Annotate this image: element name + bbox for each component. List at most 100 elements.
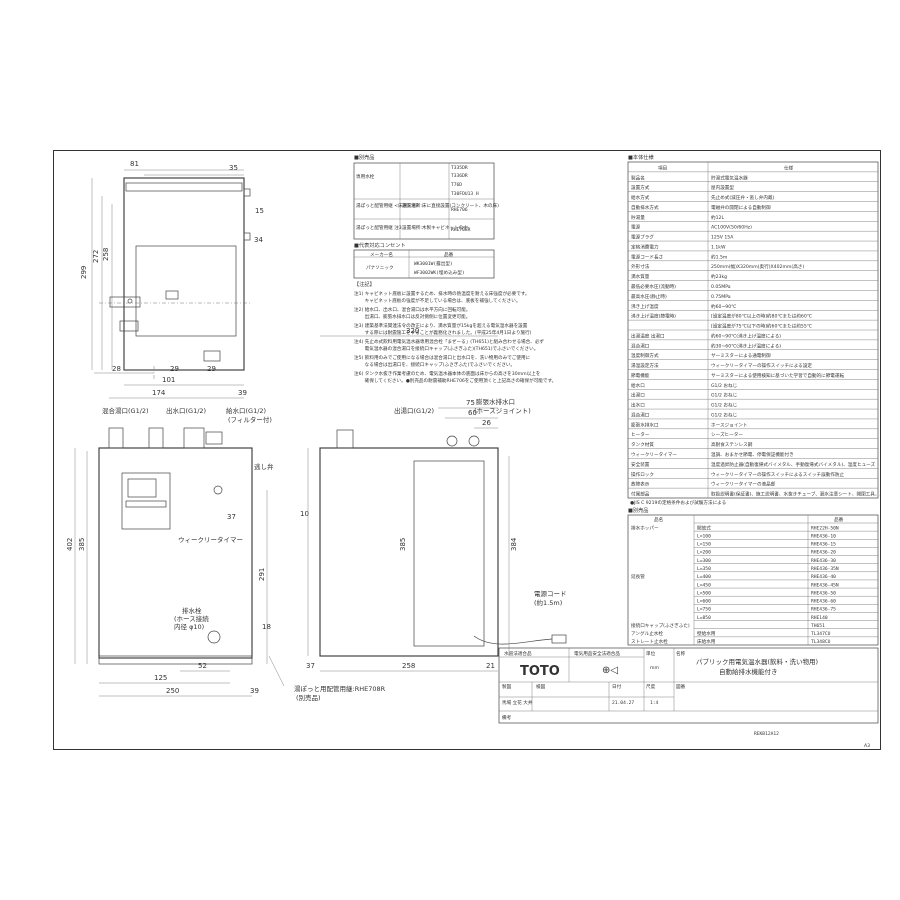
label-hose-joint: (ホースジョイント) [474, 407, 531, 415]
label-drain-plug: 排水栓 [182, 606, 202, 615]
dim-174: 174 [152, 389, 166, 397]
spec-row-label: 沸き上げ温度(節電時) [631, 313, 676, 320]
opt-row-code: RHE436-10 [811, 533, 836, 539]
spec-row-value: 温調、おまかせ節電、停電保証機能付き [711, 451, 794, 458]
spec-row-value: AC100V(50/60Hz) [711, 225, 752, 231]
spec-row-value: 250mm(幅)X320mm(奥行)X402mm(高さ) [711, 263, 804, 270]
parts-table: ■別売品 専用水栓 T335DR T336DR T76D T30FDU13 H … [353, 153, 499, 279]
opt-row-code: TL348CU [811, 639, 831, 645]
label-hot-outlet: 出湯口(G1/2) [394, 406, 434, 415]
note-separate: (別売品) [296, 693, 321, 702]
dim-29a: 29 [170, 365, 179, 373]
notes-header: 【注記】 [354, 280, 375, 288]
dim-385-side: 385 [399, 538, 407, 551]
spec-row-label: 出水口 [631, 402, 645, 409]
parts-row1-place: 設置場所:床に直接設置(コンクリート、木の床) [402, 202, 499, 209]
opt-row-code: RHE436-50 [811, 590, 836, 596]
opt-row-name: 排水ホッパー [631, 524, 659, 531]
dim-299: 299 [80, 266, 88, 279]
note-line-3: 出湯口、膨張水排水口は反対側側に位置変更可能。 [354, 313, 470, 320]
spec-row-value: ウィークリータイマーの操作スイッチによる設定 [711, 362, 812, 369]
dim-258: 258 [102, 248, 110, 261]
dim-37: 37 [227, 513, 236, 521]
parts-row0-code1: T336DR [451, 173, 468, 179]
spec-row-label: 自動排水方式 [631, 204, 659, 211]
spec-col-item: 項目 [658, 165, 667, 171]
opt-row-variant: L=500 [697, 590, 711, 596]
label-hose: (ホース接続 [174, 614, 209, 623]
spec-row-value: 貯湯式電気温水器 [711, 174, 748, 181]
dim-291: 291 [258, 568, 266, 581]
spec-row-value: [設定温度が80℃以上の時]約80℃または約60℃ [711, 313, 812, 320]
opt-row-variant: L=100 [697, 533, 711, 539]
spec-row-label: 沸き上げ温度 [631, 303, 659, 310]
spec-row-value: 約60~90℃(沸き上げ温度による) [711, 332, 781, 339]
dim-250: 250 [166, 687, 179, 695]
opt-row-variant: L=600 [697, 599, 711, 605]
drawing-number: REKB12A12 [754, 731, 779, 737]
spec-row-label: 出湯温度 出湯口 [631, 332, 665, 339]
opt-row-variant: L=200 [697, 550, 711, 556]
opt-row-code: RHE436-15 [811, 542, 836, 548]
spec-row-value: 0.05MPa [711, 284, 731, 290]
front-view: 402 385 291 37 18 52 125 250 39 混合湯口(G1/… [66, 406, 386, 702]
outlet-maker: パナソニック [366, 265, 394, 271]
dim-384: 384 [510, 537, 518, 551]
parts-row2-name: 湯ぽっと配管用継 注3 [356, 224, 402, 231]
spec-row-label: 貯湯量 [631, 214, 645, 221]
opt-row-name: アングル止水栓 [631, 630, 663, 637]
label-cord: 電源コード [534, 589, 567, 598]
spec-table: ■本体仕様 項目仕様製品名貯湯式電気温水器設置方式屋内設置型給水方式先止め式(減… [627, 153, 880, 506]
parts-row0-code0: T335DR [451, 165, 468, 171]
label-outlet: 出水口(G1/2) [166, 406, 206, 415]
opt-row-code: RHE436-40 [811, 574, 836, 580]
spec-col-value: 仕様 [784, 164, 794, 171]
parts-row2-code: RHE708R [451, 227, 471, 233]
label-mix-inlet: 混合湯口(G1/2) [102, 406, 149, 415]
note-line-7: 電気温水器の混合湯口を接続口キャップ(ふさぎふた)(TH651)でふさいでくださ… [354, 345, 538, 352]
dim-28: 28 [112, 365, 121, 373]
parts-row0-code2: T76D [451, 182, 462, 188]
dim-39a: 39 [238, 389, 247, 397]
dim-34: 34 [254, 236, 263, 244]
note-line-1: キャビネット底板の強度が不足している場合は、底板を補強してください。 [354, 297, 520, 304]
parts-header: ■別売品 [354, 153, 374, 161]
spec-row-label: 最高水圧(静止時) [631, 293, 667, 300]
spec-row-label: 電源コード長さ [631, 253, 663, 260]
spec-row-value: 屋内設置型 [711, 184, 734, 191]
note-line-2: 注2) 給水口、出水口、混合湯口は水平方向に回転可能。 [354, 306, 470, 313]
dim-60: 60 [468, 409, 477, 417]
spec-row-label: 温度制御方式 [631, 352, 659, 359]
spec-row-label: ヒーター [631, 431, 650, 438]
opt-row-variant: L=150 [697, 542, 711, 548]
opt-row-code: RHE22H-50N [811, 525, 839, 531]
opt-row-name: 延長管 [631, 573, 645, 580]
cert-water: 水道法適合品 [504, 650, 532, 657]
outlet-code1: WF3002WK(埋め込み型) [414, 269, 465, 276]
dim-402: 402 [66, 538, 74, 551]
opt-row-code: TL347CU [811, 631, 831, 637]
spec-row-value: サーミスターによる通電制御 [711, 352, 771, 359]
label-expansion: 膨張水排水口 [476, 397, 515, 406]
spec-row-value: サーミスターによる使用検知に基づいた学習で自動的に節電運転 [711, 372, 844, 379]
opt-row-variant: L=850 [697, 615, 711, 621]
date-value: 21.04.27 [612, 700, 634, 706]
outlet-col-code: 品番 [444, 251, 454, 258]
name-label: 名称 [676, 650, 686, 657]
dim-81: 81 [130, 160, 139, 168]
spec-row-value: 高耐食ステンレス鋼 [711, 441, 753, 448]
spec-note: ●JIS C 9219の定格条件および試験方法による [630, 499, 726, 506]
spec-row-value: 先止め式(減圧弁・逃し弁内蔵) [711, 194, 775, 201]
side-view: 320 75 60 26 10 385 384 37 258 21 出湯口(G1… [300, 327, 567, 672]
dim-52: 52 [198, 662, 207, 670]
note-line-4: 注3) 建築基準法関連法令の改正により、満水質量が15kgを超える電気温水器を設… [354, 322, 528, 329]
spec-row-label: 製品名 [631, 174, 645, 181]
title-block: 水道法適合品 電気用品安全法適合品 TOTO ⊕◁ 単位 mm 名称 パブリック… [498, 647, 879, 737]
note-line-9: なる場合は出湯口を、接続口キャップ(ふさぎふた)でふさいでください。 [354, 361, 515, 368]
spec-row-label: 安全装置 [631, 461, 650, 468]
spec-row-label: ウィークリータイマー [631, 451, 677, 458]
spec-row-value: 約1.5m [711, 253, 728, 260]
spec-row-label: 膨張水排水口 [631, 421, 659, 428]
unit-value: mm [650, 666, 659, 671]
